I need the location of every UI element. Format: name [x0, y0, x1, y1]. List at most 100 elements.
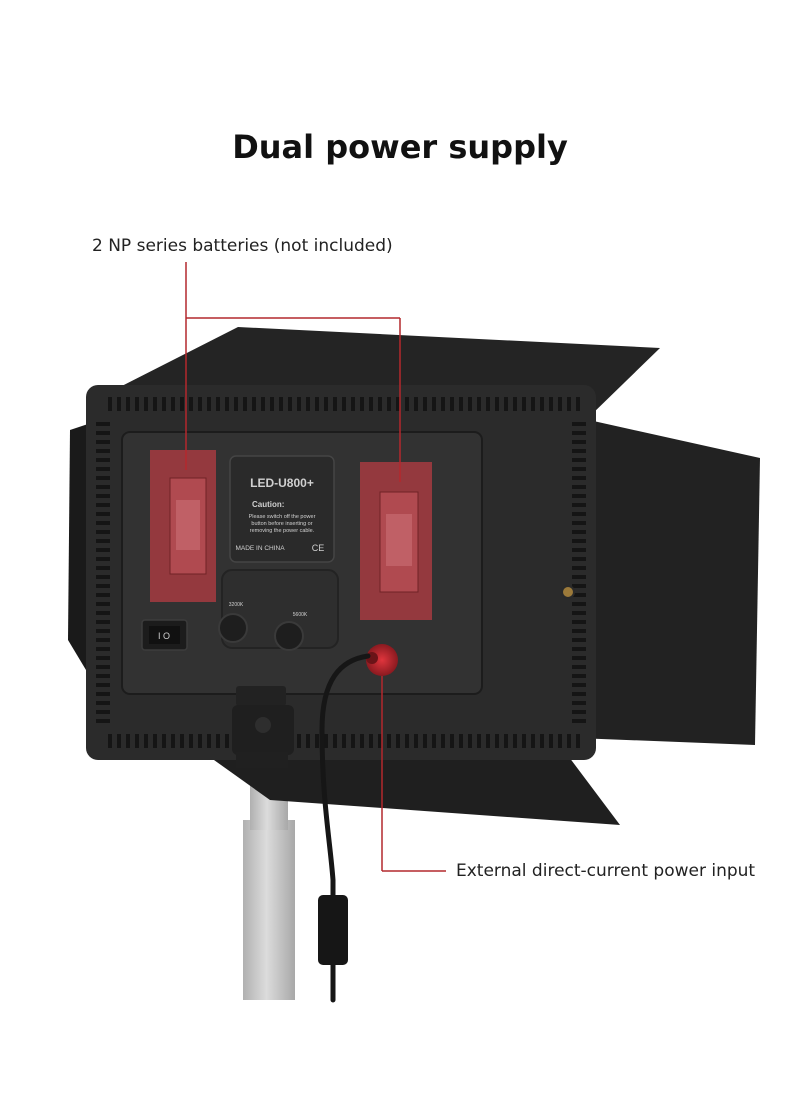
vent-slot — [572, 566, 586, 570]
hinge-screw — [561, 585, 575, 599]
vent-slot — [468, 734, 472, 748]
vent-slot — [360, 397, 364, 411]
vent-slot — [549, 397, 553, 411]
page-title: Dual power supply — [232, 128, 568, 166]
vent-slot — [572, 512, 586, 516]
vent-grille — [96, 397, 586, 748]
batteries-callout-label: 2 NP series batteries (not included) — [92, 236, 393, 256]
battery-callout-lines — [185, 262, 401, 482]
vent-slot — [572, 539, 586, 543]
color-temp-knob-right: 5600K — [274, 612, 308, 651]
ce-mark: CE — [312, 543, 325, 553]
vent-slot — [423, 397, 427, 411]
vent-slot — [342, 734, 346, 748]
vent-slot — [96, 467, 110, 471]
mounting-bracket — [232, 686, 294, 768]
vent-slot — [96, 683, 110, 687]
caution-title: Caution: — [252, 500, 284, 509]
vent-slot — [540, 397, 544, 411]
vent-slot — [572, 485, 586, 489]
vent-slot — [96, 620, 110, 624]
vent-slot — [572, 422, 586, 426]
vent-slot — [324, 397, 328, 411]
vent-slot — [96, 656, 110, 660]
vent-slot — [441, 734, 445, 748]
vent-slot — [117, 397, 121, 411]
vent-slot — [126, 734, 130, 748]
vent-slot — [96, 566, 110, 570]
vent-slot — [96, 476, 110, 480]
vent-slot — [207, 734, 211, 748]
vent-slot — [144, 734, 148, 748]
vent-slot — [572, 683, 586, 687]
vent-slot — [96, 548, 110, 552]
vent-slot — [459, 397, 463, 411]
model-label-plate: LED-U800+ Caution: Please switch off the… — [229, 455, 335, 563]
vent-slot — [261, 397, 265, 411]
vent-slot — [396, 397, 400, 411]
vent-slot — [189, 397, 193, 411]
vent-slot — [572, 701, 586, 705]
power-cable — [319, 653, 371, 1003]
vent-slot — [96, 593, 110, 597]
vent-slot — [572, 584, 586, 588]
vent-slot — [198, 734, 202, 748]
dc-power-input — [366, 644, 398, 676]
color-temp-knob-left: 3200K — [218, 602, 248, 643]
vent-slot — [171, 734, 175, 748]
vent-slot — [405, 734, 409, 748]
vent-slot — [144, 397, 148, 411]
vent-slot — [513, 397, 517, 411]
vent-slot — [96, 530, 110, 534]
vent-slot — [522, 397, 526, 411]
vent-slot — [96, 575, 110, 579]
right-barndoor — [576, 418, 760, 745]
vent-slot — [279, 397, 283, 411]
vent-slot — [96, 719, 110, 723]
vent-slot — [450, 734, 454, 748]
vent-slot — [96, 521, 110, 525]
vent-slot — [558, 397, 562, 411]
vent-slot — [572, 602, 586, 606]
vent-slot — [567, 397, 571, 411]
vent-slot — [96, 638, 110, 642]
vent-slot — [333, 734, 337, 748]
vent-slot — [96, 629, 110, 633]
vent-slot — [414, 397, 418, 411]
vent-slot — [162, 397, 166, 411]
vent-slot — [387, 734, 391, 748]
vent-slot — [297, 734, 301, 748]
vent-slot — [96, 431, 110, 435]
vent-slot — [414, 734, 418, 748]
vent-slot — [360, 734, 364, 748]
vent-slot — [153, 397, 157, 411]
vent-slot — [572, 575, 586, 579]
vent-slot — [572, 494, 586, 498]
power-callout-lines — [381, 676, 446, 872]
switch-label: I O — [158, 631, 170, 641]
vent-slot — [572, 449, 586, 453]
vent-slot — [225, 734, 229, 748]
vent-slot — [117, 734, 121, 748]
vent-slot — [432, 397, 436, 411]
power-switch: I O — [141, 619, 188, 651]
vent-slot — [549, 734, 553, 748]
vent-slot — [572, 629, 586, 633]
vent-slot — [96, 647, 110, 651]
vent-slot — [96, 665, 110, 669]
vent-slot — [180, 734, 184, 748]
vent-slot — [96, 701, 110, 705]
battery-slot-left — [150, 450, 216, 602]
vent-slot — [531, 397, 535, 411]
vent-slot — [572, 620, 586, 624]
vent-slot — [342, 397, 346, 411]
vent-slot — [135, 397, 139, 411]
vent-slot — [108, 734, 112, 748]
vent-slot — [243, 397, 247, 411]
vent-slot — [423, 734, 427, 748]
vent-slot — [432, 734, 436, 748]
vent-slot — [495, 734, 499, 748]
vent-slot — [306, 397, 310, 411]
vent-slot — [96, 503, 110, 507]
